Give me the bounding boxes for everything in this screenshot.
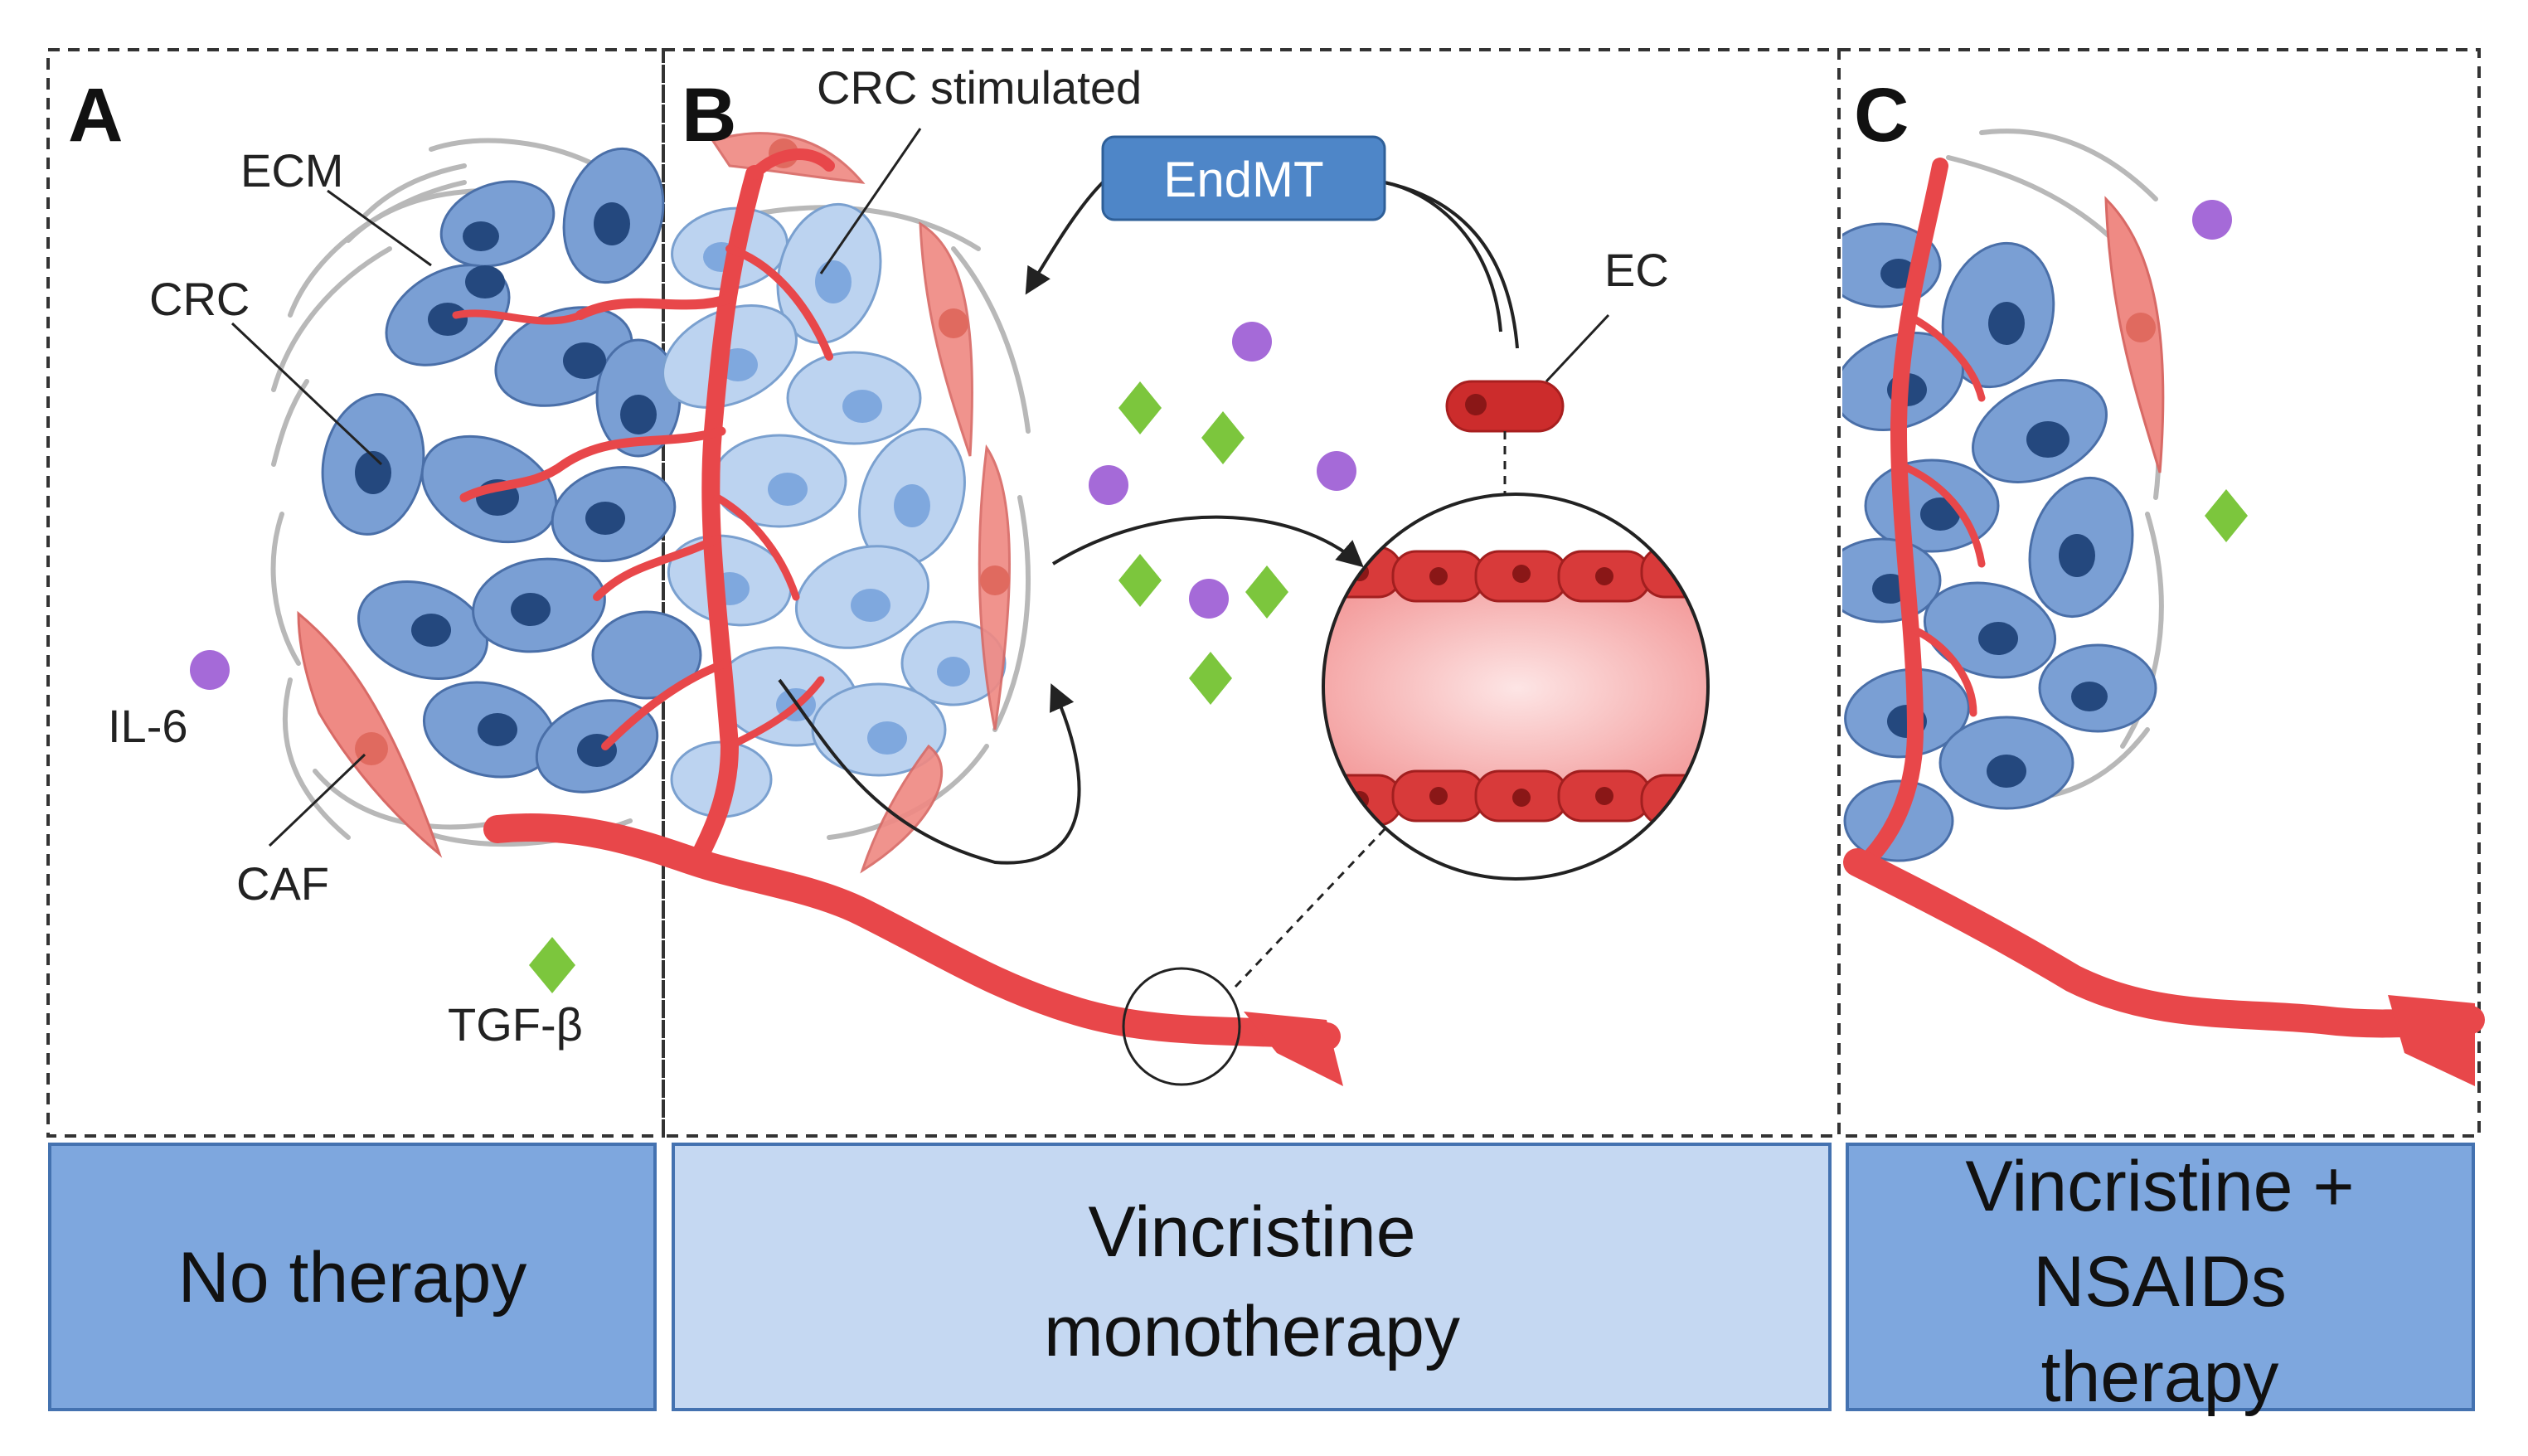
therapy-box-c (1846, 1143, 2475, 1411)
vessel (575, 294, 735, 320)
crc-callout-line (230, 322, 383, 466)
magnify-connector (1234, 827, 1386, 988)
caf-nucleus (2126, 313, 2156, 342)
il6-marker (1317, 451, 1356, 491)
il6-markers (190, 200, 2232, 690)
vessel (1903, 311, 1986, 402)
vessel (593, 535, 721, 601)
tgfb-marker (1118, 554, 1162, 607)
ecm-label: ECM (240, 144, 343, 197)
callout-lines (230, 128, 922, 847)
vessel (459, 426, 726, 502)
panel-letter-a: A (68, 73, 123, 158)
vessel (1244, 1012, 1343, 1086)
caf-label: CAF (236, 857, 329, 910)
arrows (778, 181, 1519, 865)
il6-marker (2192, 200, 2232, 240)
magnify-source-circle (1122, 967, 1241, 1086)
ec-callout-line (1545, 313, 1610, 383)
tgfb-marker (2205, 489, 2248, 542)
tgfb-markers (529, 381, 2248, 993)
endmt-box (1101, 135, 1386, 221)
tumor-stimulated-b (663, 202, 1031, 840)
il6-label: IL-6 (108, 700, 188, 752)
caf-cell (919, 221, 973, 457)
ec-cell (1445, 380, 1565, 433)
panel-frame-c (1837, 48, 2481, 1138)
ec-label: EC (1604, 244, 1669, 296)
il6-marker (1189, 579, 1229, 619)
ec-nucleus (1465, 394, 1487, 415)
tgfb-marker (1201, 411, 1245, 464)
vessel (2388, 995, 2475, 1086)
crc-label: CRC (149, 273, 250, 325)
il6-marker (1232, 322, 1272, 362)
caf-callout-line (268, 753, 366, 847)
tgfb-marker (529, 937, 575, 993)
therapy-label-c-line3: therapy (2041, 1337, 2279, 1417)
crc-stimulated-label: CRC stimulated (817, 61, 1142, 114)
therapy-box-a (48, 1143, 657, 1411)
il6-marker (1089, 465, 1128, 505)
therapy-label-c-line1: Vincristine + (1965, 1147, 2354, 1226)
panel-letter-b: B (682, 73, 736, 158)
tgfb-marker (1118, 381, 1162, 434)
crc-nuclei-a (355, 202, 657, 767)
tgfb-marker (1189, 652, 1232, 705)
vessel (713, 493, 800, 601)
vessel (1895, 460, 1986, 568)
therapy-label-b-line1: Vincristine (1088, 1192, 1415, 1272)
tgfb-label: TGF-β (448, 998, 583, 1051)
vessel (725, 676, 825, 750)
vessel (749, 148, 835, 180)
il6-marker (190, 650, 230, 690)
magnified-vessel (1322, 493, 1710, 881)
ecm-callout-line (327, 189, 432, 267)
therapy-label-c-line2: NSAIDs (2033, 1242, 2287, 1322)
vessel (1843, 848, 2485, 1038)
vessel (601, 659, 730, 750)
therapy-label-b-line2: monotherapy (1044, 1292, 1460, 1371)
arrow-self-stimulation (778, 678, 1081, 865)
tumor-treated-c (1842, 129, 2164, 862)
caf-cell (860, 744, 944, 874)
vessel (1911, 626, 1977, 717)
panel-letter-c: C (1854, 73, 1909, 158)
arrow-crc-to-vessel (1051, 515, 1364, 568)
crc-stimulated-callout-line (819, 128, 922, 274)
endmt-label: EndMT (1163, 152, 1323, 207)
vessel-tips (1244, 995, 2475, 1086)
vessel (452, 309, 585, 325)
panel-frames (46, 48, 2481, 1138)
tgfb-marker (1245, 565, 1288, 619)
blood-vessels (452, 148, 2485, 1051)
arrow-to-ec (1384, 181, 1519, 349)
therapy-box-b (672, 1143, 1832, 1411)
vessel (483, 813, 1341, 1051)
vessel (725, 245, 833, 361)
vessel (1857, 158, 1948, 871)
therapy-label-a: No therapy (178, 1238, 527, 1318)
